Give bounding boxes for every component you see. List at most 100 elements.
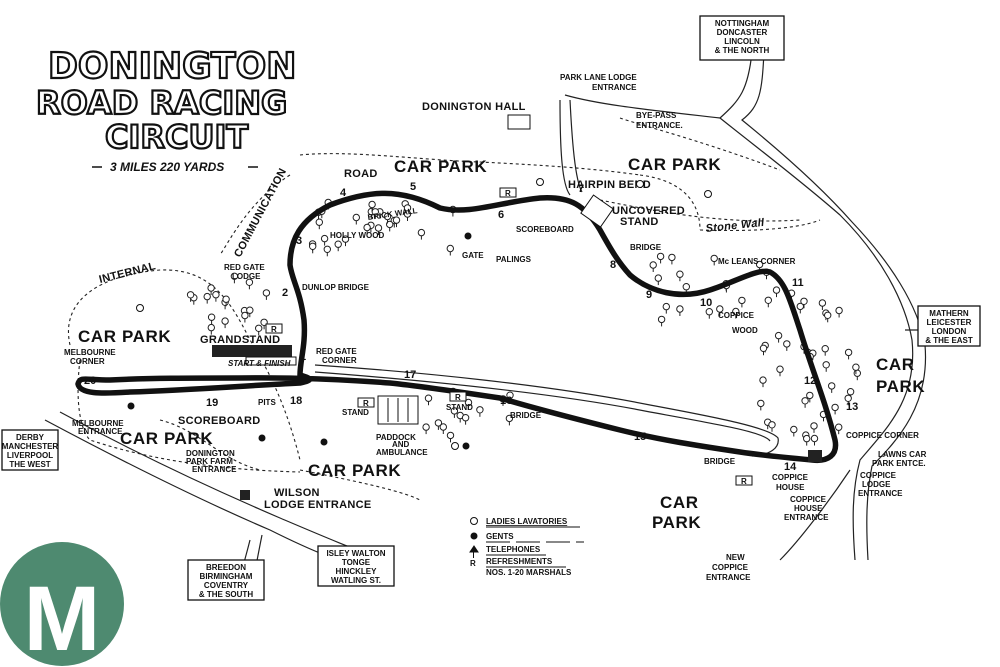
- uncovered-stand-building: [580, 194, 614, 228]
- communication-label: COMMUNICATION: [232, 166, 289, 259]
- tree-icon: [759, 376, 767, 384]
- dunlop-bridge-label: DUNLOP BRIDGE: [302, 283, 370, 292]
- gents-symbol: [462, 442, 470, 450]
- race-track: [75, 190, 839, 464]
- tree-icon: [212, 291, 220, 299]
- tree-icon: [207, 313, 216, 321]
- tree-icon: [776, 365, 784, 373]
- legend-refreshments-text: REFRESHMENTS: [486, 557, 553, 566]
- sign-mathern-line-4: & THE EAST: [925, 336, 973, 345]
- marshal-marker-19: 19: [206, 397, 218, 409]
- car-park-right-label-2: PARK: [876, 377, 925, 396]
- tree-icon: [476, 406, 484, 414]
- legend-gents-text: GENTS: [486, 532, 514, 541]
- refreshment-symbol: [357, 397, 375, 408]
- coppice-lodge-label-2: LODGE: [862, 480, 891, 489]
- sign-derby: DERBY MANCHESTER LIVERPOOL THE WEST: [1, 429, 59, 471]
- legend-refreshments-icon: R: [470, 559, 476, 568]
- coppice-lodge-label-1: COPPICE: [860, 471, 897, 480]
- marshal-marker-7: 7: [578, 183, 584, 195]
- tree-icon: [246, 306, 254, 314]
- donington-hall-building: [507, 114, 531, 130]
- marshal-marker-17: 17: [404, 369, 416, 381]
- tree-icon: [461, 414, 470, 422]
- paddock-label-3: AMBULANCE: [376, 448, 428, 457]
- title-line-3: CIRCUIT: [105, 118, 248, 156]
- lavatory-symbol: [704, 190, 712, 198]
- legend-gents-icon: [470, 532, 478, 540]
- refreshment-symbol: [265, 323, 283, 334]
- legend-ladies-text: LADIES LAVATORIES: [486, 517, 568, 526]
- melbourne-entrance-label-1: MELBOURNE: [72, 419, 124, 428]
- coppice-house-entrance-label-3: ENTRANCE: [784, 513, 829, 522]
- grandstand-building: [212, 345, 292, 357]
- tree-icon: [309, 242, 317, 251]
- marshal-marker-4: 4: [340, 187, 347, 199]
- bye-pass-label-1: BYE-PASS: [636, 111, 677, 120]
- tree-icon: [334, 240, 342, 248]
- bridge-top-label: BRIDGE: [630, 243, 662, 252]
- sign-mathern: MATHERN LEICESTER LONDON & THE EAST: [917, 305, 981, 347]
- lavatory-symbol: [136, 304, 144, 312]
- melbourne-corner-label-2: CORNER: [70, 357, 105, 366]
- marshal-marker-1: 1: [300, 351, 306, 363]
- stand-right-label: STAND: [446, 403, 473, 412]
- legend-marshals-text: NOS. 1-20 MARSHALS: [486, 568, 572, 577]
- refreshment-symbol: [449, 391, 467, 402]
- logo-circle: [0, 542, 124, 666]
- refreshment-symbol-letter: R: [271, 325, 277, 334]
- refreshment-symbol-letter: R: [505, 189, 511, 198]
- tree-icon: [831, 403, 839, 412]
- gents-symbol: [258, 434, 266, 442]
- donington-farm-label-3: ENTRANCE: [192, 465, 237, 474]
- palings-label: PALINGS: [496, 255, 532, 264]
- woodland: [186, 198, 861, 446]
- tree-icon: [846, 388, 855, 396]
- tree-icon: [676, 270, 684, 278]
- pits-label: PITS: [258, 398, 276, 407]
- tree-icon: [676, 305, 684, 313]
- tree-icon: [207, 323, 216, 332]
- tree-icon: [790, 425, 798, 434]
- sign-isley-line-2: TONGE: [342, 558, 371, 567]
- tree-icon: [657, 315, 666, 324]
- new-coppice-label-2: COPPICE: [712, 563, 749, 572]
- lavatory-symbol: [536, 178, 544, 186]
- tree-icon: [853, 369, 861, 377]
- tree-icon: [186, 291, 195, 299]
- tree-icon: [417, 228, 426, 237]
- marshal-marker-20: 20: [84, 375, 96, 387]
- marshal-marker-2: 2: [282, 287, 288, 299]
- tree-icon: [822, 361, 830, 369]
- wilson-lodge-label-2: LODGE ENTRANCE: [264, 499, 371, 511]
- sign-breedon-line-1: BREEDON: [206, 563, 246, 572]
- hairpin-bend-label: HAIRPIN BEND: [568, 179, 651, 191]
- red-gate-lodge-label-1: RED GATE: [224, 263, 265, 272]
- circuit-length: 3 MILES 220 YARDS: [110, 160, 224, 174]
- marshal-marker-8: 8: [610, 259, 616, 271]
- refreshment-symbol-letter: R: [363, 399, 369, 408]
- car-park-bottom-right-label-1: CAR: [660, 493, 699, 512]
- lawns-car-park-label-1: LAWNS CAR: [878, 450, 927, 459]
- coppice-wood-label-2: WOOD: [732, 326, 758, 335]
- sign-nottingham-line-2: DONCASTER: [717, 28, 768, 37]
- mcleans-corner-label: Mc LEANS CORNER: [718, 257, 796, 266]
- tree-icon: [844, 348, 853, 357]
- tree-icon: [649, 261, 657, 269]
- brand-logo: M: [0, 542, 124, 667]
- tree-icon: [439, 423, 447, 431]
- scoreboard-top-label: SCOREBOARD: [516, 225, 574, 234]
- red-gate-lodge-label-2: LODGE: [232, 272, 261, 281]
- lawns-car-park-label-2: PARK ENTCE.: [872, 459, 926, 468]
- marshal-marker-13: 13: [846, 401, 858, 413]
- logo-letter: M: [24, 568, 101, 667]
- uncovered-stand-label-2: STAND: [620, 216, 659, 228]
- car-park-top-label: CAR PARK: [394, 157, 487, 176]
- coppice-house-label-1: COPPICE: [772, 473, 809, 482]
- park-lane-lodge-label-1: PARK LANE LODGE: [560, 73, 637, 82]
- tree-icon: [824, 311, 832, 319]
- tree-icon: [255, 324, 263, 332]
- title-line-2: ROAD RACING: [36, 84, 287, 122]
- sign-nottingham: NOTTINGHAM DONCASTER LINCOLN & THE NORTH: [699, 15, 785, 61]
- tree-icon: [821, 345, 829, 353]
